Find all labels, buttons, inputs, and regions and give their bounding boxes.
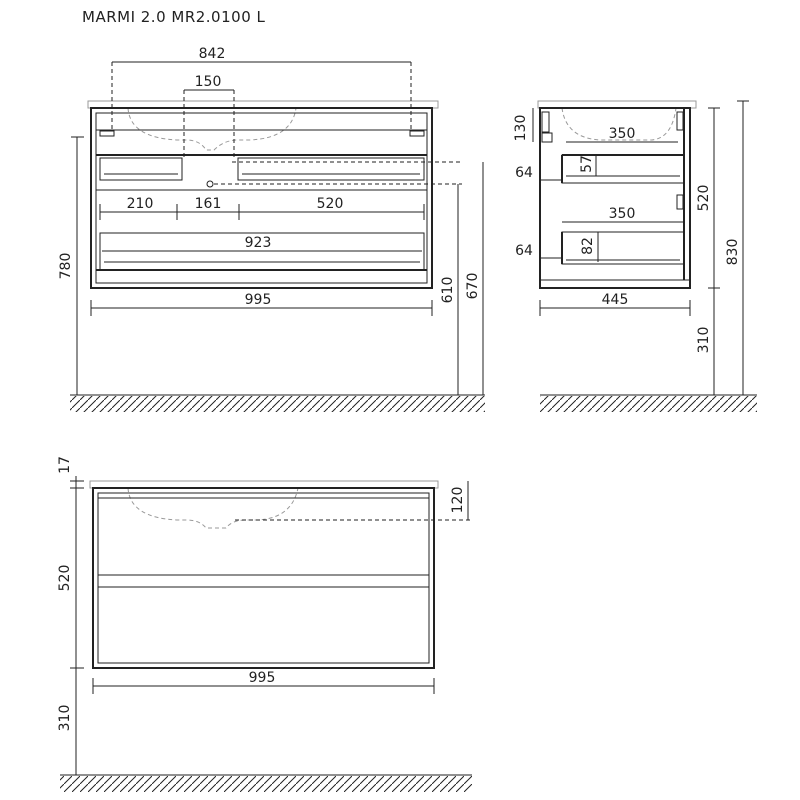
front-basin-top [87,100,439,109]
front-floor-hatch [70,396,485,412]
front-upper-drawer-left [99,157,183,181]
dim-780: 780 [58,253,74,280]
back-rail [97,574,430,588]
dim-520-side: 520 [696,185,712,212]
dim-830: 830 [725,239,741,266]
back-view: 120 17 520 310 995 [57,456,472,792]
front-upper-drawer-right [237,157,425,181]
back-basin-top [89,480,439,489]
dim-310-back: 310 [57,705,73,732]
dim-64-upper: 64 [515,165,533,181]
side-floor-hatch [540,396,757,412]
dim-310-side: 310 [696,327,712,354]
front-basin-bowl [127,107,297,151]
dim-520-front: 520 [317,196,344,212]
back-cabinet-inner [97,492,430,664]
dim-610: 610 [440,277,456,304]
dim-17: 17 [57,456,73,474]
dim-130: 130 [513,115,529,142]
side-basin-bowl [561,107,677,141]
dim-82: 82 [580,237,596,255]
drawing-title: MARMI 2.0 MR2.0100 L [82,8,266,26]
front-right-bracket [409,130,425,137]
dim-995-back: 995 [249,670,276,686]
dim-520-back: 520 [57,565,73,592]
dim-57: 57 [579,155,595,173]
dim-842: 842 [199,46,226,62]
back-cabinet-outline [92,487,435,669]
dim-350-lower: 350 [609,206,636,222]
front-pipe-circle [206,180,214,188]
dim-210: 210 [127,196,154,212]
back-floor-hatch [60,776,472,792]
dim-995-front: 995 [245,292,272,308]
front-cabinet-outline [90,107,433,289]
front-view: 842 150 210 161 520 923 995 780 610 670 [58,46,485,412]
side-basin-top [537,100,697,109]
front-left-bracket [99,130,115,137]
side-view: 130 350 64 57 350 64 82 445 520 310 [513,100,757,412]
dim-161: 161 [195,196,222,212]
side-cabinet-outline [539,107,691,289]
dim-64-lower: 64 [515,243,533,259]
dim-923: 923 [245,235,272,251]
back-basin-bowl [127,487,299,529]
dim-670: 670 [465,273,481,300]
dim-150: 150 [195,74,222,90]
front-cabinet-inner [95,112,428,284]
dim-445: 445 [602,292,629,308]
dim-350-upper: 350 [609,126,636,142]
dim-120: 120 [450,487,466,514]
